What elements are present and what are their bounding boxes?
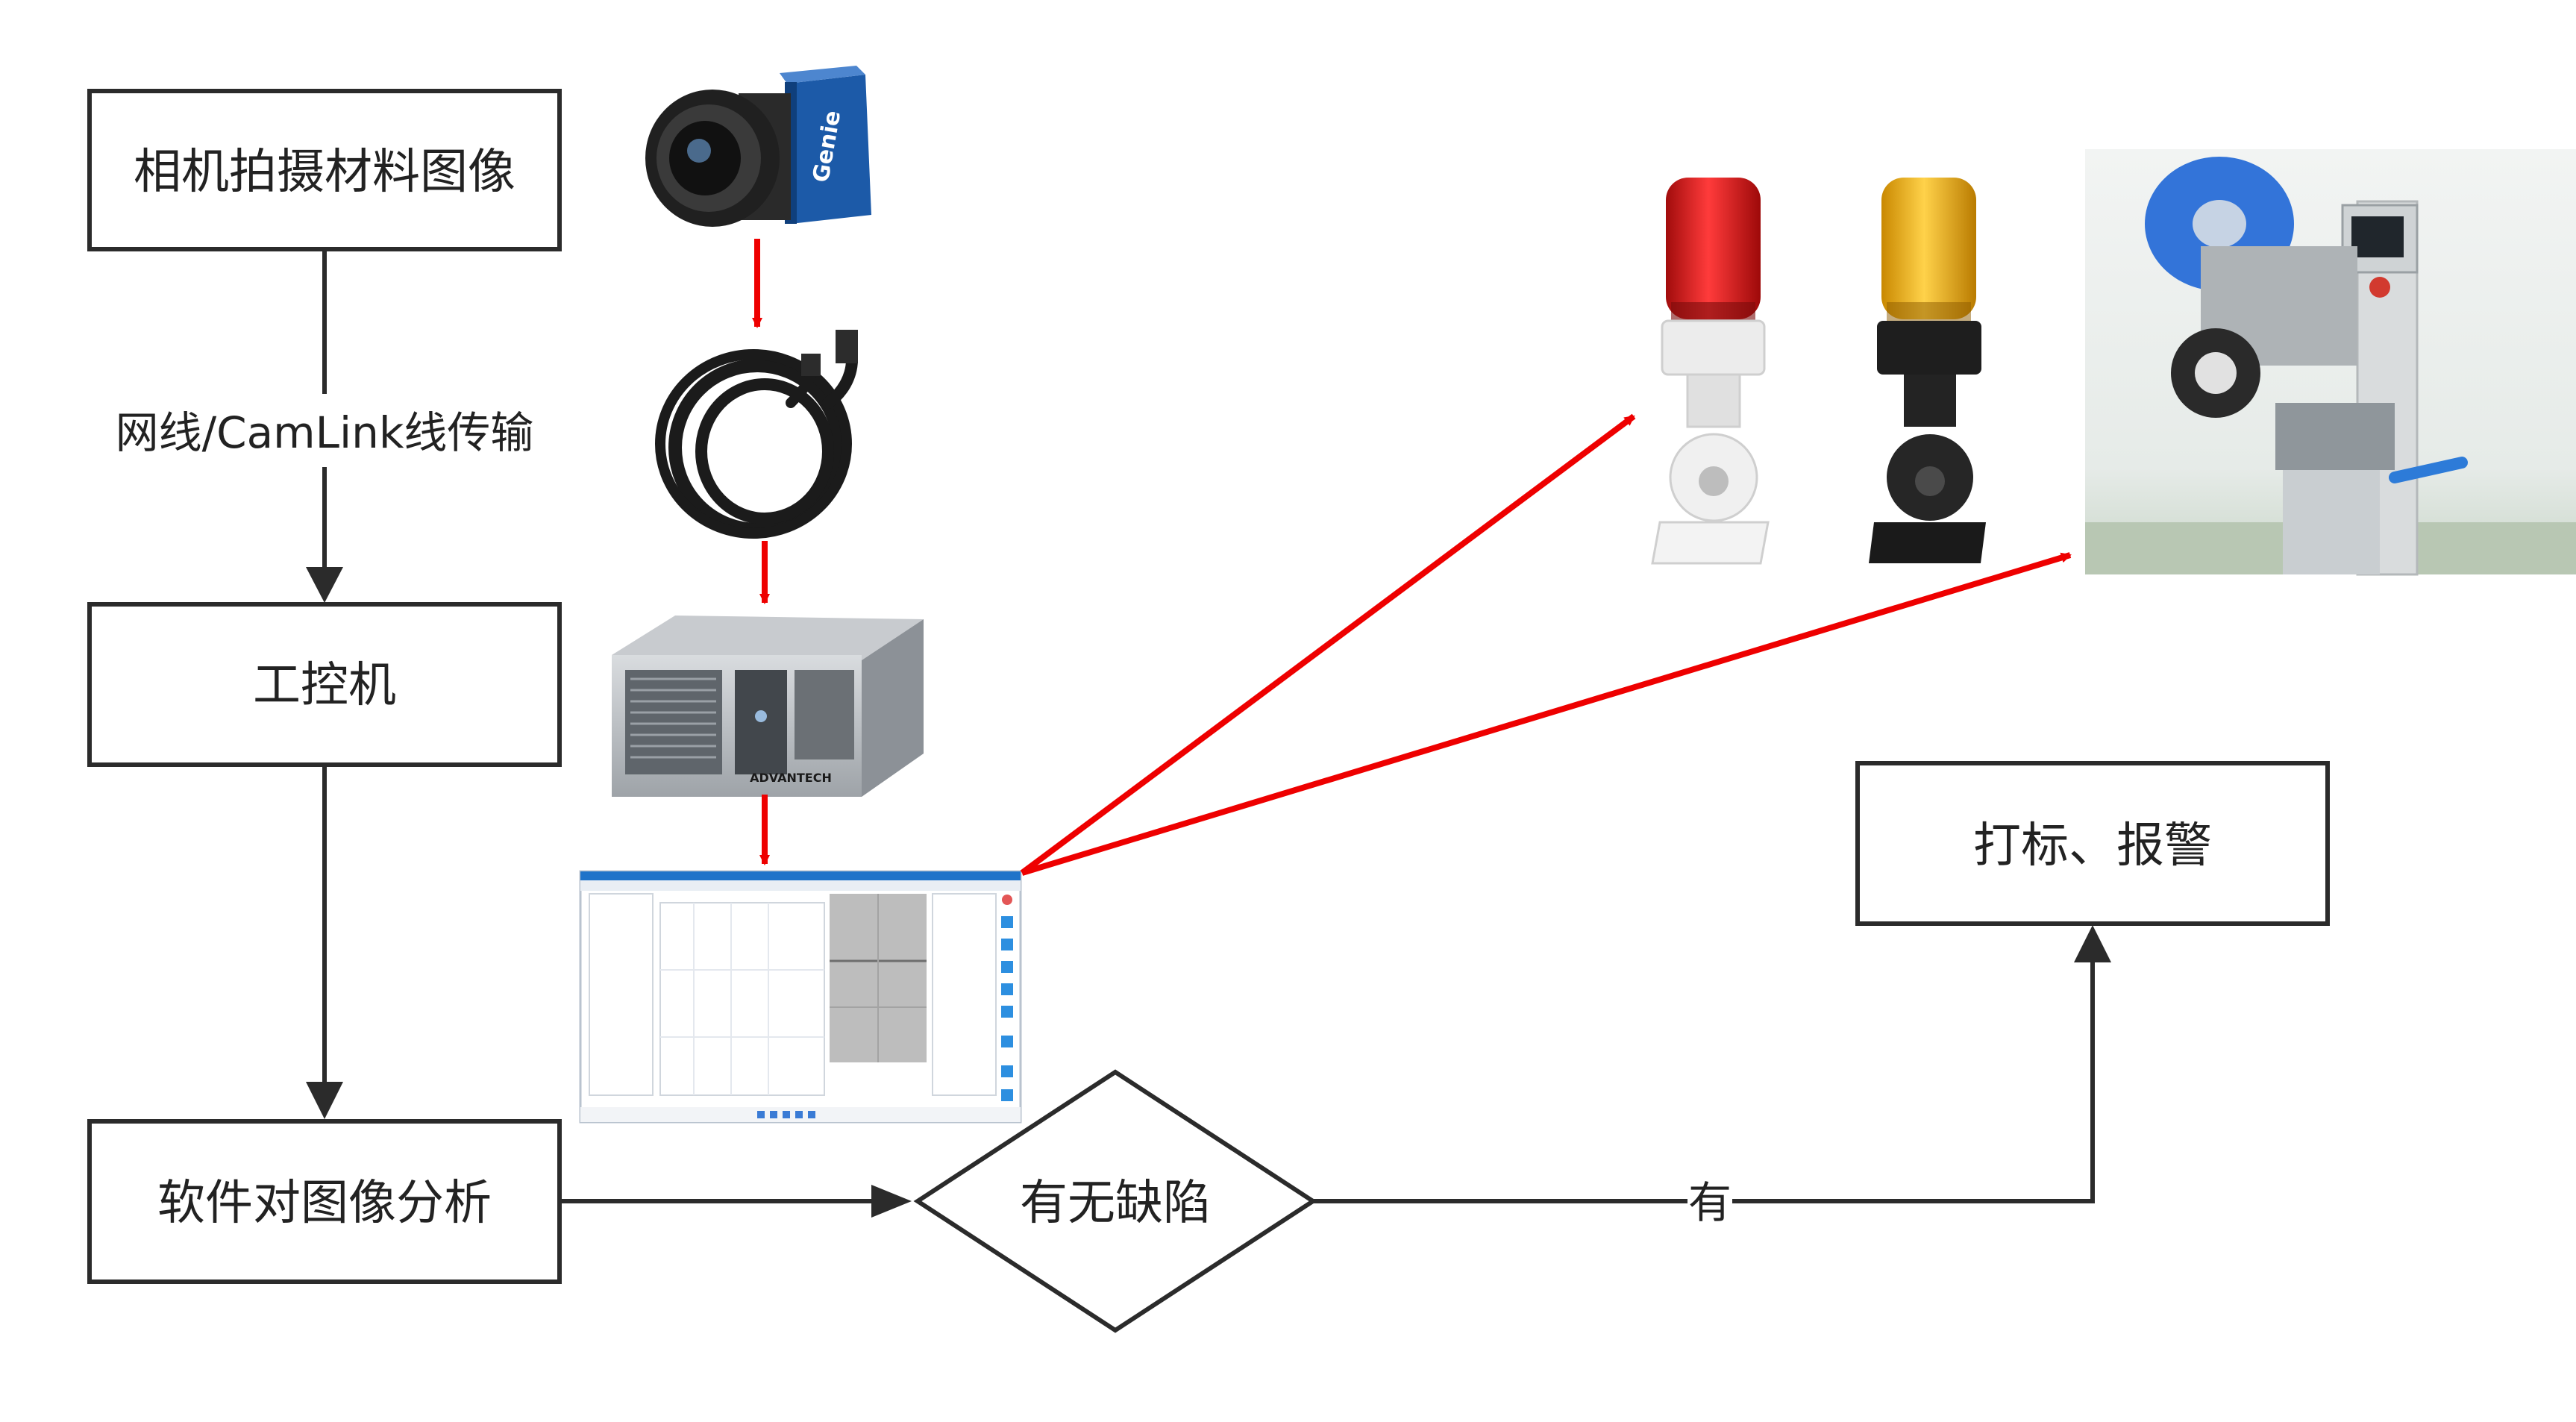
action-step-box (1855, 761, 2330, 926)
flow-arrowhead-2 (306, 1082, 343, 1119)
ipc-brand-label: ADVANTECH (750, 771, 832, 785)
yes-label-bg (1687, 1173, 1732, 1230)
flow-arrowhead-1 (306, 567, 343, 603)
ipc-step-label: 工控机 (253, 658, 396, 713)
decision-label: 有无缺陷 (1020, 1176, 1211, 1231)
transfer-label-bg (97, 397, 552, 464)
hw-arrow-to-lights (1020, 413, 1636, 876)
flow-arrowhead-3 (871, 1185, 912, 1218)
camera-step-label: 相机拍摄材料图像 (134, 145, 515, 200)
network-cable-icon (655, 330, 858, 539)
hw-arrow-to-labeler (1021, 552, 2072, 876)
yes-label: 有 (1688, 1177, 1732, 1228)
red-signal-light-icon (1651, 178, 1770, 565)
yellow-signal-light-icon (1869, 178, 1986, 563)
industrial-camera-icon: Genie (645, 66, 871, 227)
industrial-pc-icon: ADVANTECH (612, 616, 924, 797)
camera-step-box (87, 89, 562, 251)
analysis-step-label: 软件对图像分析 (157, 1176, 492, 1231)
software-screenshot-icon (579, 870, 1022, 1124)
labeling-machine-icon (2085, 149, 2576, 576)
action-step-label: 打标、报警 (1973, 818, 2212, 874)
flow-arrowhead-4 (2074, 925, 2111, 962)
transfer-label: 网线/CamLink线传输 (116, 407, 534, 458)
